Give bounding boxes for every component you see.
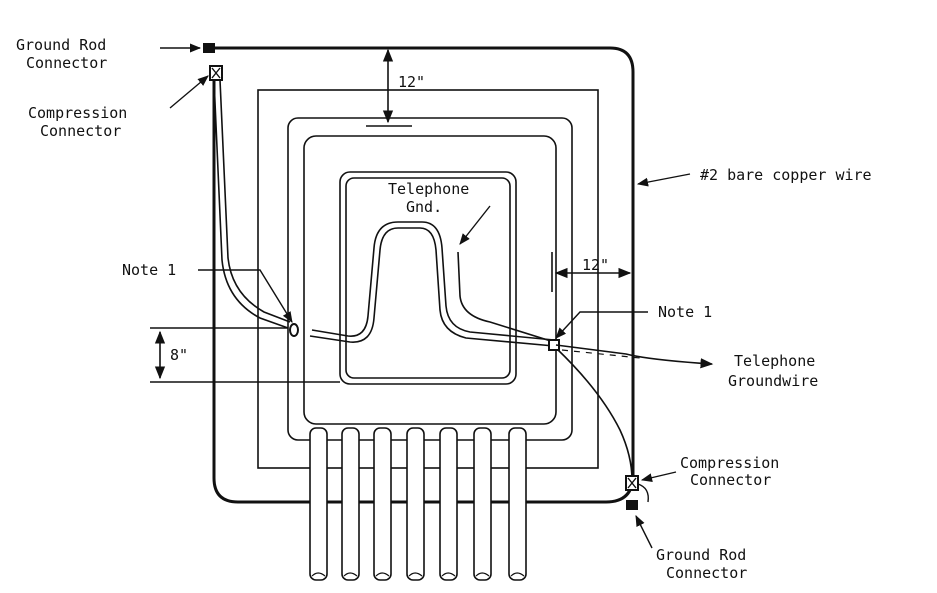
dimension-left-label: 8" — [170, 346, 188, 364]
conduit-3 — [373, 427, 392, 581]
dimension-top-label: 12" — [398, 73, 425, 91]
inner-box-outer — [339, 171, 517, 385]
outer-frame — [257, 89, 599, 469]
dimension-right — [551, 252, 632, 292]
dimension-left — [150, 327, 340, 383]
label-note-left: Note 1 — [122, 261, 176, 279]
conduit-group — [309, 427, 527, 581]
inner-box-inner — [345, 177, 511, 379]
telephone-groundwire-line — [555, 344, 714, 369]
leader-compression-bottom — [640, 471, 677, 483]
right-ground-lead — [555, 347, 633, 481]
leader-ground-rod-bottom — [635, 514, 653, 549]
left-ground-lead — [213, 79, 291, 329]
label-bare-copper-wire: #2 bare copper wire — [700, 166, 872, 184]
conduit-7 — [508, 427, 527, 581]
leader-compression-top — [169, 75, 209, 109]
leader-bare-copper — [636, 173, 691, 187]
leader-telephone-gnd — [459, 205, 491, 245]
conduit-2 — [341, 427, 360, 581]
dimension-right-label: 12" — [582, 256, 609, 274]
label-compression-connector-bottom: Compression Connector — [680, 454, 788, 489]
ground-rod-connector-bottom — [626, 500, 638, 510]
label-compression-connector-top: Compression Connector — [28, 104, 136, 140]
conduit-6 — [473, 427, 492, 581]
conduit-5 — [439, 427, 458, 581]
label-telephone-groundwire: Telephone Groundwire — [728, 352, 824, 390]
ground-rod-connector-top — [203, 43, 215, 53]
label-ground-rod-connector-bottom: Ground Rod Connector — [656, 546, 755, 582]
label-note-right: Note 1 — [658, 303, 712, 321]
dimension-top — [366, 48, 412, 127]
conduit-1 — [309, 427, 328, 581]
ground-wire-loop — [210, 46, 635, 504]
label-telephone-gnd: Telephone Gnd. — [388, 180, 478, 216]
conduit-4 — [406, 427, 425, 581]
leader-note-right — [555, 311, 648, 339]
leader-note-left — [198, 269, 293, 323]
note-connector-left — [289, 323, 299, 337]
frame-ring-1 — [287, 117, 573, 441]
telephone-ground-loop — [309, 221, 555, 347]
frame-ring-2 — [303, 135, 557, 425]
label-ground-rod-connector-top: Ground Rod Connector — [16, 36, 115, 72]
telephone-gnd-wire — [457, 251, 555, 343]
handhole-outlines — [257, 89, 599, 469]
